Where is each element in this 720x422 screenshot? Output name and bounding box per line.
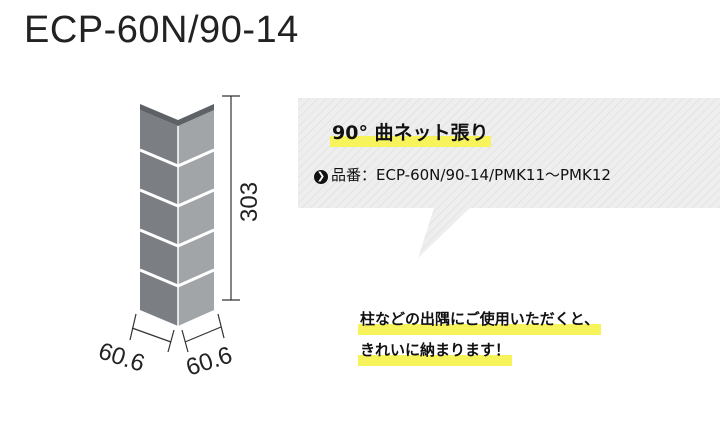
circle-arrow-right-icon: ❯ [314, 170, 328, 184]
usage-description-line-2: きれいに納まります！ [358, 335, 513, 366]
height-dimension-line [222, 95, 240, 301]
grout-lines [139, 126, 215, 326]
width-dimension-lines [129, 313, 225, 353]
product-code-label: 品番：ECP-60N/90-14/PMK11〜PMK12 [331, 166, 611, 184]
callout-heading: 90° 曲ネット張り [330, 118, 491, 147]
usage-description: 柱などの出隅にご使用いただくと、 きれいに納まります！ [358, 304, 602, 366]
usage-description-line-1: 柱などの出隅にご使用いただくと、 [358, 304, 602, 335]
product-title: ECP-60N/90-14 [24, 9, 299, 51]
corner-tile-illustration [139, 104, 215, 326]
tile-left-face [140, 110, 178, 326]
tile-right-face [178, 110, 214, 326]
product-code-line: ❯品番：ECP-60N/90-14/PMK11〜PMK12 [314, 164, 611, 185]
height-dimension-label: 303 [236, 181, 263, 222]
tile-top-edge [140, 104, 214, 126]
